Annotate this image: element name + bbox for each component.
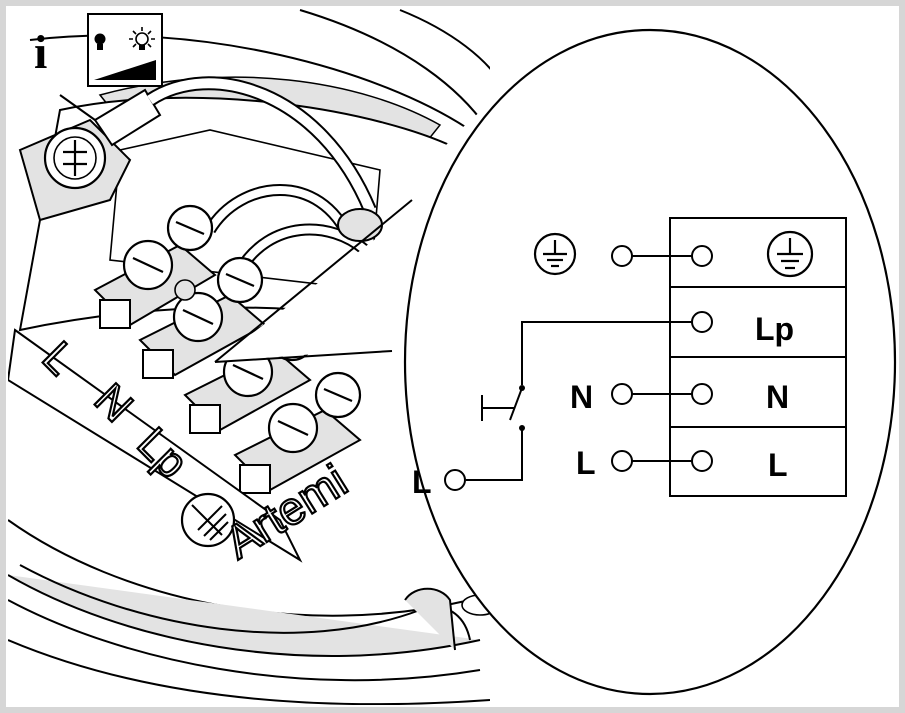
input-label-n: N [570, 379, 593, 415]
info-icon: i [34, 26, 47, 79]
switch-supply-label: L [412, 464, 432, 500]
input-label-l: L [576, 445, 596, 481]
terminal-block [93, 204, 217, 329]
magnifier-callout [214, 28, 897, 705]
terminal-block [233, 371, 362, 494]
l-block-terminal [691, 450, 713, 472]
lp-block-terminal [691, 311, 713, 333]
terminal-label-l: L [768, 447, 788, 483]
brightness-ramp-icon [94, 60, 156, 80]
info-badge: i [34, 13, 163, 87]
n-block-terminal [691, 383, 713, 405]
ground-block-terminal [691, 245, 713, 267]
magnifier-circle [403, 28, 897, 696]
switch-icon [481, 387, 525, 431]
terminal-block [138, 256, 267, 379]
n-input-terminal [611, 383, 633, 405]
ground-icon [180, 492, 236, 548]
bulb-off-icon [94, 33, 106, 50]
wiring-schematic: Lp L N N L L [412, 217, 847, 500]
switch-supply-terminal [444, 469, 466, 491]
bulb-on-icon [129, 27, 155, 50]
ground-input-terminal [611, 245, 633, 267]
ground-icon [766, 230, 814, 278]
l-input-terminal [611, 450, 633, 472]
terminal-label-lp: Lp [755, 311, 794, 347]
terminal-label-n: N [766, 379, 789, 415]
ground-icon [533, 232, 577, 276]
